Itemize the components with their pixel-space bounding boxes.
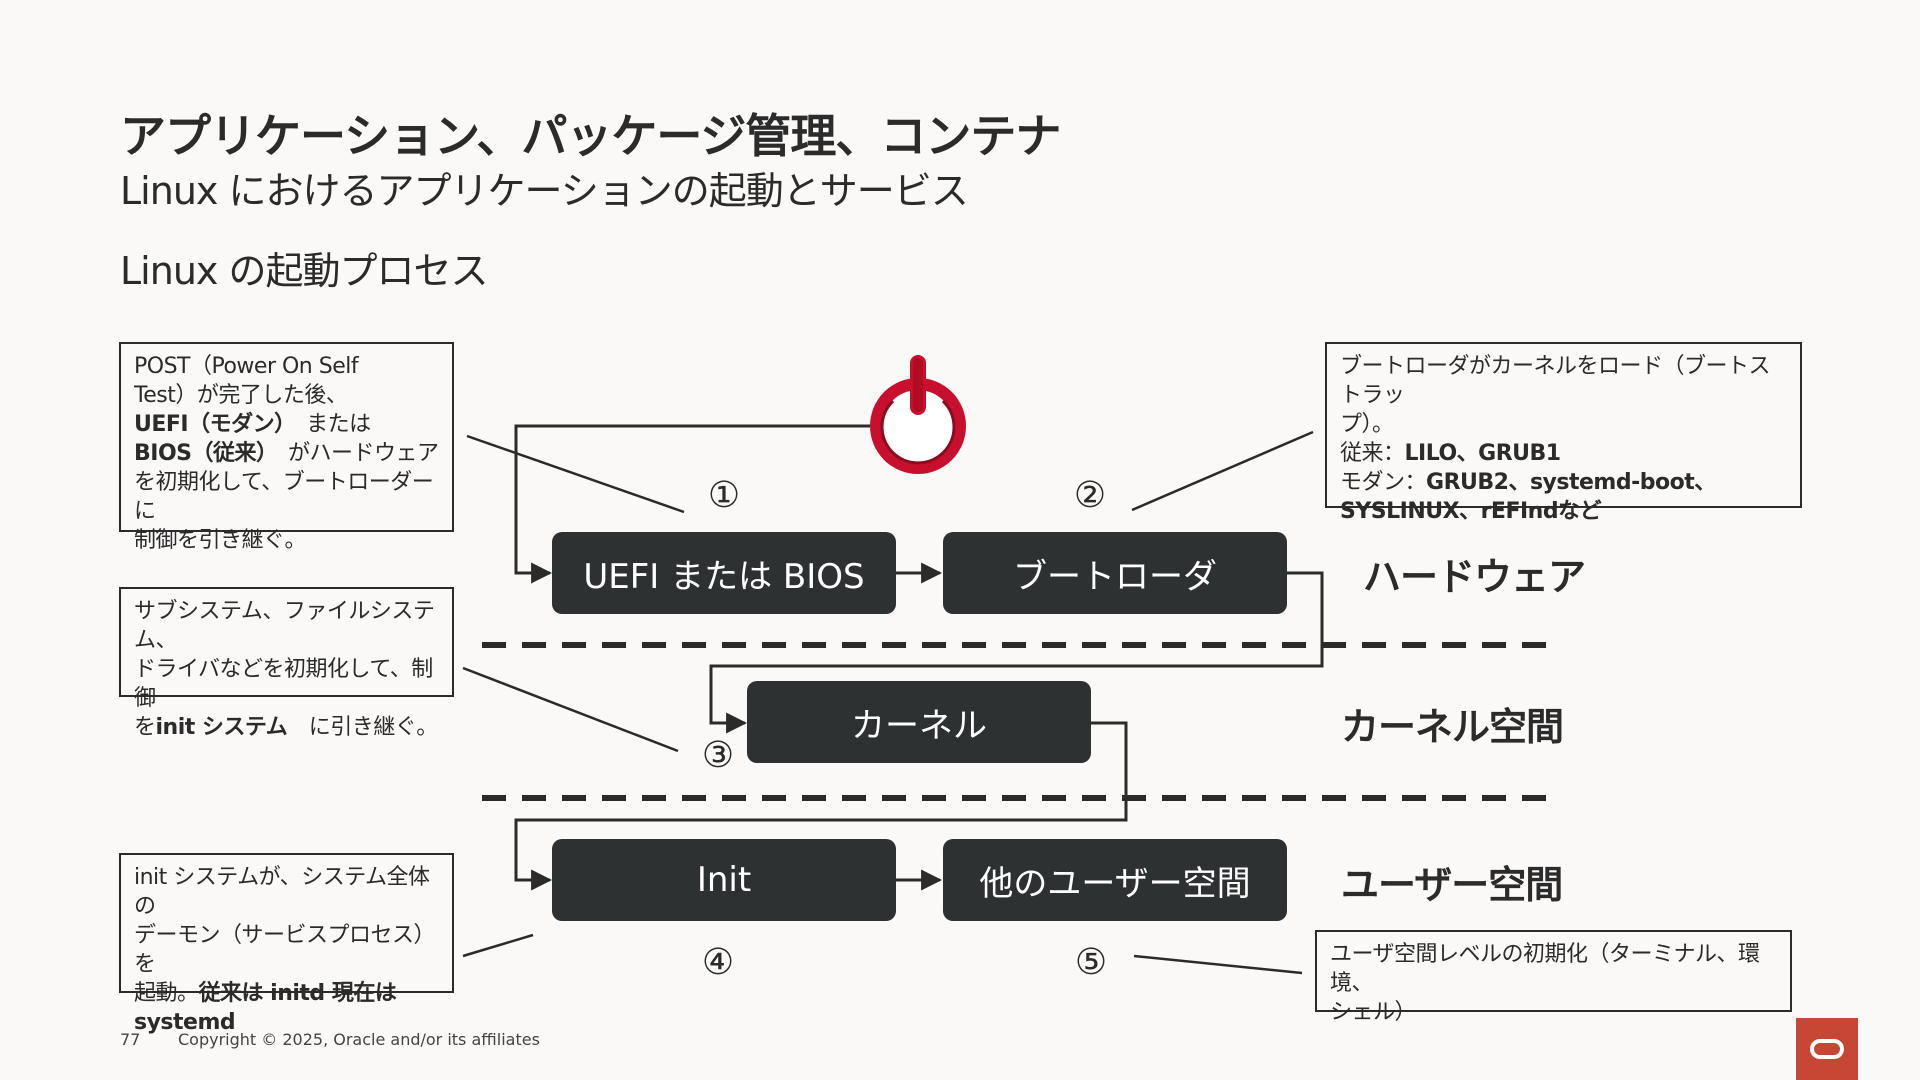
power-icon [870, 355, 966, 474]
page-number: 77 [120, 1030, 141, 1049]
step-number-1: ① [707, 475, 741, 516]
node-kernel: カーネル [747, 681, 1091, 763]
step-number-4: ④ [701, 942, 735, 983]
leader-subsystem [462, 666, 679, 753]
oracle-logo-icon [1796, 1018, 1858, 1080]
layer-label-user-space: ユーザー空間 [1341, 863, 1563, 907]
step-number-3: ③ [701, 735, 735, 776]
leader-post [466, 434, 685, 514]
connector-kernel-init [514, 721, 1128, 891]
step-number-2: ② [1073, 475, 1107, 516]
note-subsystem: サブシステム、ファイルシステム、 ドライバなどを初期化して、制御 をinit シ… [119, 587, 454, 740]
step-number-5: ⑤ [1074, 942, 1108, 983]
section-title: Linux の起動プロセス [120, 249, 488, 293]
node-init: Init [552, 839, 896, 921]
node-uefi-bios: UEFI または BIOS [552, 532, 896, 614]
note-post: POST（Power On Self Test）が完了した後、 UEFI（モダン… [119, 342, 454, 553]
leader-init [462, 933, 534, 958]
note-init: init システムが、システム全体の デーモン（サービスプロセス）を 起動。従来… [119, 853, 454, 1035]
leader-userspace [1133, 954, 1303, 975]
page-subtitle: Linux におけるアプリケーションの起動とサービス [120, 169, 969, 213]
layer-label-hardware: ハードウェア [1363, 555, 1586, 599]
connector-bootloader-kernel [709, 571, 1324, 734]
note-bootloader: ブートローダがカーネルをロード（ブートストラッ プ）。 従来：LILO、GRUB… [1325, 342, 1802, 524]
connector-power-uefi [514, 424, 870, 584]
node-other-user-space: 他のユーザー空間 [943, 839, 1287, 921]
layer-label-kernel-space: カーネル空間 [1341, 705, 1564, 749]
node-bootloader: ブートローダ [943, 532, 1287, 614]
leader-bootloader [1131, 430, 1314, 512]
note-userspace: ユーザ空間レベルの初期化（ターミナル、環境、 シェル） [1315, 930, 1792, 1025]
copyright: Copyright © 2025, Oracle and/or its affi… [178, 1030, 540, 1049]
page-title: アプリケーション、パッケージ管理、コンテナ [120, 109, 1061, 163]
